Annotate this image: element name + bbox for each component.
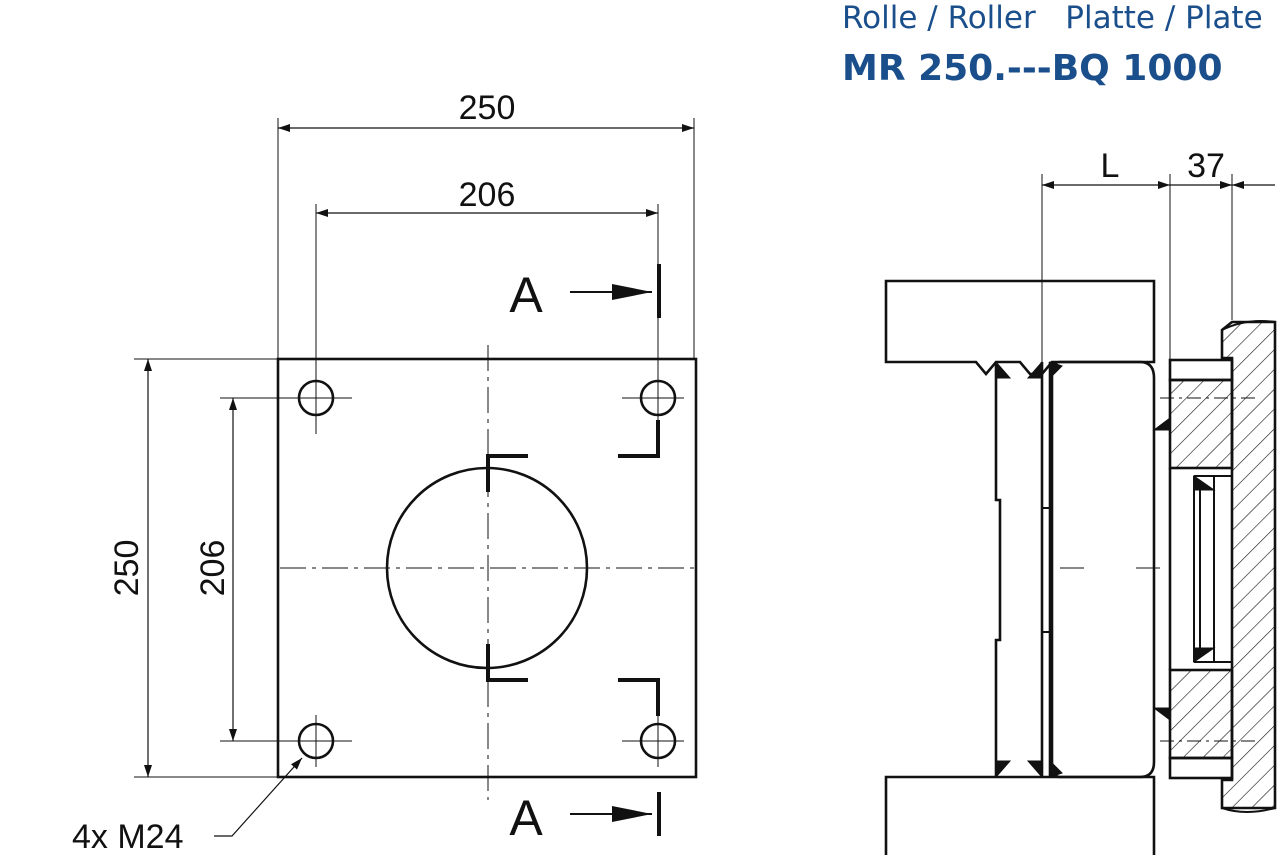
- dim-text-206-horizontal: 206: [459, 176, 516, 214]
- roller-frame-top: [884, 279, 1156, 377]
- section-label-top: A: [509, 267, 543, 323]
- hole-callout-label: 4x M24: [72, 818, 184, 855]
- header-model-code: MR 250.---BQ 1000: [842, 48, 1223, 89]
- roller-wheel: [1050, 360, 1156, 779]
- header-title-line: Rolle / Roller Platte / Plate: [842, 0, 1263, 36]
- dim-text-250-vertical: 250: [108, 540, 146, 597]
- hole-callout-leader: [214, 757, 303, 837]
- dim-text-206-vertical: 206: [194, 540, 232, 597]
- roller-body: [994, 362, 1002, 777]
- section-label-bottom: A: [509, 790, 543, 846]
- roller-frame-bottom: [884, 775, 1156, 855]
- side-view: [884, 174, 1277, 855]
- dim-text-L: L: [1101, 147, 1120, 185]
- front-view: [134, 118, 698, 837]
- dim-text-37: 37: [1187, 147, 1225, 185]
- mount-plate-hatch-bottom: [1168, 668, 1234, 760]
- base-plate: [1220, 320, 1277, 810]
- plate-outline: [276, 357, 698, 779]
- mount-plate-hatch-top: [1168, 378, 1234, 470]
- dim-text-250-horizontal: 250: [459, 89, 516, 127]
- corner-brackets: [486, 420, 660, 716]
- corner-holes: [297, 379, 677, 760]
